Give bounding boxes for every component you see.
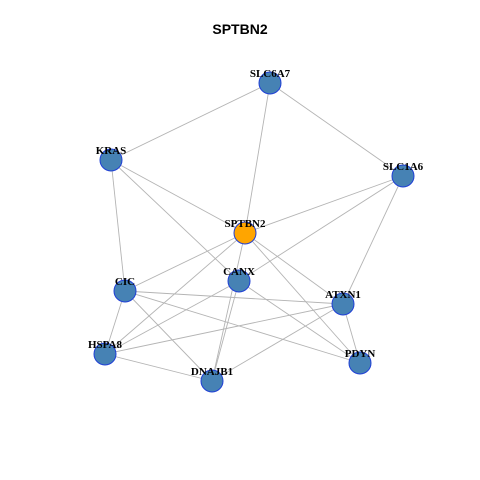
node-label-sptbn2: SPTBN2 [225,218,266,230]
edge-sptbn2-hspa8 [104,232,246,355]
node-dnajb1 [200,369,224,393]
node-hspa8 [93,342,117,366]
edge-layer [104,82,404,382]
node-label-canx: CANX [223,266,255,278]
node-kras [99,148,123,172]
edge-canx-hspa8 [104,280,240,355]
node-slc1a6 [391,164,415,188]
edge-cic-dnajb1 [124,290,213,382]
edge-slc6a7-slc1a6 [269,82,404,177]
edge-slc6a7-kras [110,82,271,161]
node-cic [113,279,137,303]
edge-sptbn2-dnajb1 [211,232,246,382]
node-label-slc1a6: SLC1A6 [383,161,424,173]
node-atxn1 [331,292,355,316]
node-label-atxn1: ATXN1 [325,289,361,301]
edge-canx-pdyn [238,280,361,364]
node-sptbn2 [233,221,257,245]
node-label-dnajb1: DNAJB1 [191,366,233,378]
edge-slc1a6-canx [238,175,404,282]
edge-sptbn2-cic [124,232,246,292]
node-label-kras: KRAS [96,145,127,157]
edge-sptbn2-atxn1 [244,232,344,305]
edge-cic-atxn1 [124,290,344,305]
edge-cic-pdyn [124,290,361,364]
edge-sptbn2-pdyn [244,232,361,364]
edge-kras-canx [110,159,240,282]
node-canx [227,269,251,293]
edge-slc1a6-atxn1 [342,175,404,305]
edge-slc6a7-sptbn2 [244,82,271,234]
edge-kras-sptbn2 [110,159,246,234]
node-pdyn [348,351,372,375]
edge-hspa8-dnajb1 [104,353,213,382]
edge-kras-cic [110,159,126,292]
node-label-slc6a7: SLC6A7 [250,68,291,80]
node-label-pdyn: PDYN [345,348,376,360]
edge-slc1a6-sptbn2 [244,175,404,234]
node-label-hspa8: HSPA8 [88,339,123,351]
plot-title: SPTBN2 [212,21,268,37]
node-slc6a7 [258,71,282,95]
edge-hspa8-atxn1 [104,303,344,355]
node-label-cic: CIC [115,276,135,288]
edge-dnajb1-atxn1 [211,303,344,382]
node-layer [93,71,415,393]
